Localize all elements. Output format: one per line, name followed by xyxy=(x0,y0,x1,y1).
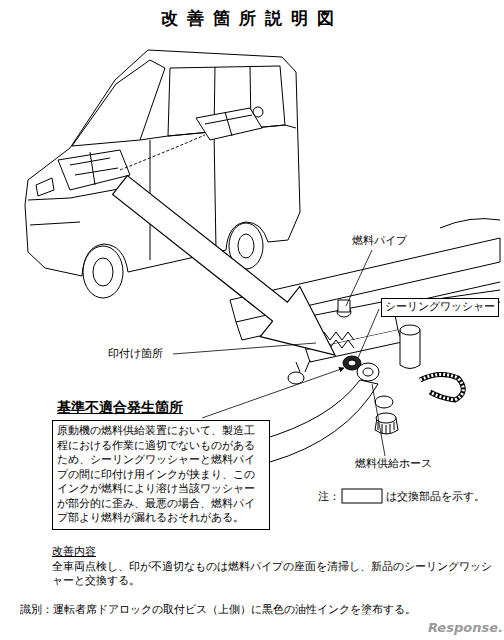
note-label: は交換部品を示す。 xyxy=(386,490,485,504)
part-label: 印付け箇所 xyxy=(108,347,163,361)
pointer-arrow xyxy=(113,176,335,355)
section-heading: 改善内容 xyxy=(52,545,96,559)
remedy-text: 全車両点検し、印が不適切なものは燃料パイプの座面を清掃し、新品のシーリングワッシ… xyxy=(52,560,500,589)
note-label: 注： xyxy=(318,490,340,504)
title: 改善箇所説明図 xyxy=(0,8,504,28)
defect-box: 基準不適合発生箇所原動機の燃料供給装置において、製造工程における作業に適切でない… xyxy=(52,420,270,530)
identification-note: 識別：運転者席ドアロックの取付ビス（上側）に黒色の油性インクを塗布する。 xyxy=(20,603,416,617)
part-label: 燃料パイプ xyxy=(352,234,407,248)
box-heading: 基準不適合発生箇所 xyxy=(57,399,183,416)
replacement-part-sample-box xyxy=(342,489,382,503)
part-label: 燃料供給ホース xyxy=(355,457,432,471)
box-text: 原動機の燃料供給装置において、製造工程における作業に適切でないものがあるため、シ… xyxy=(57,424,265,526)
box-text: シーリングワッシャー xyxy=(385,300,495,315)
car-illustration xyxy=(25,50,300,298)
washer-box: シーリングワッシャー xyxy=(381,298,499,317)
watermark: Response. xyxy=(428,620,503,637)
